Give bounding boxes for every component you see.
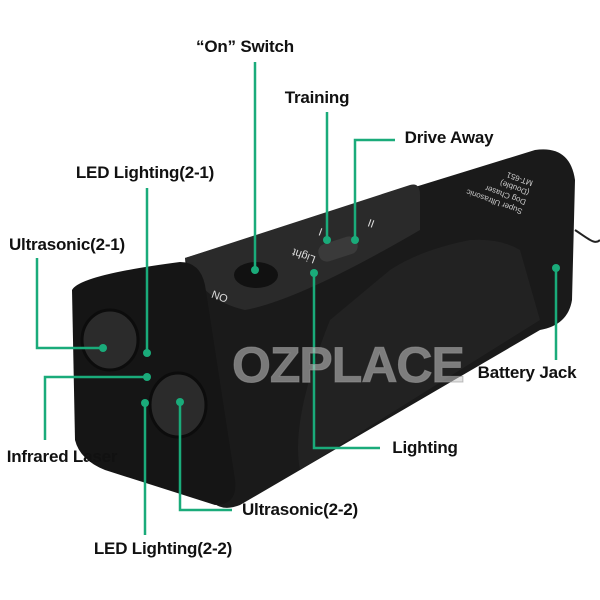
label-led-lighting-2-2: LED Lighting(2-2) xyxy=(93,539,233,558)
line-lighting xyxy=(312,273,380,450)
line-infrared xyxy=(43,375,147,440)
on-button[interactable] xyxy=(234,262,278,288)
speaker-1 xyxy=(80,308,140,372)
mode-one-text: I xyxy=(317,225,324,237)
watermark: OZPLACE xyxy=(232,337,466,394)
device-grip xyxy=(298,239,540,470)
label-battery-jack: Battery Jack xyxy=(477,363,577,382)
label-training: Training xyxy=(284,88,350,107)
line-drive-away xyxy=(353,138,395,240)
mode-slider[interactable] xyxy=(316,234,360,263)
label-ultrasonic-2-2: Ultrasonic(2-2) xyxy=(241,500,359,519)
callout-lines xyxy=(35,62,558,535)
label-on-switch: “On” Switch xyxy=(196,37,294,56)
label-ultrasonic-2-1: Ultrasonic(2-1) xyxy=(8,235,126,254)
line-ultrasonic-2-2 xyxy=(178,402,232,512)
line-ultrasonic-2-1 xyxy=(35,258,103,350)
label-lighting: Lighting xyxy=(392,438,458,457)
mode-two-text: II xyxy=(366,216,376,229)
label-led-lighting-2-1: LED Lighting(2-1) xyxy=(75,163,215,182)
label-infrared-laser: Infrared Laser xyxy=(6,447,118,466)
label-drive-away: Drive Away xyxy=(404,128,494,147)
cord xyxy=(574,229,600,243)
callout-dots xyxy=(99,236,560,407)
on-text: ON xyxy=(210,287,230,304)
